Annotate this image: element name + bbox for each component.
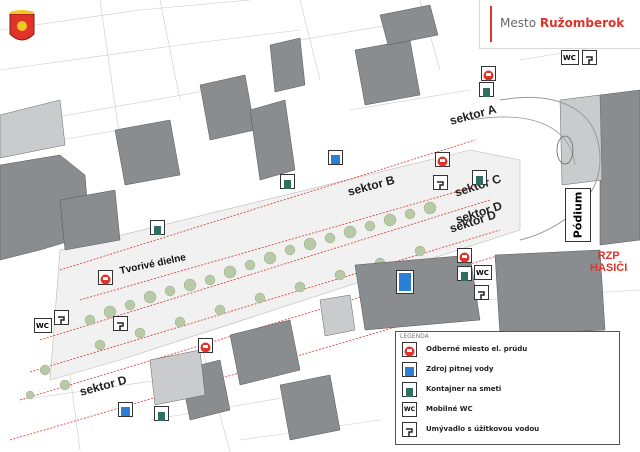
power-outlet-icon <box>435 152 450 167</box>
trash-container-icon <box>472 170 487 185</box>
water-tap-icon <box>118 402 133 417</box>
water-tap-icon <box>402 362 417 377</box>
trash-container-icon <box>479 82 494 97</box>
power-outlet-icon <box>402 342 417 357</box>
city-brand-header: Mesto Ružomberok <box>479 0 640 49</box>
brand-title: Mesto Ružomberok <box>500 16 624 30</box>
washbasin-icon <box>54 310 69 325</box>
power-outlet-icon <box>457 248 472 263</box>
water-tap-icon <box>396 270 414 294</box>
legend-label-water: Zdroj pitnej vody <box>426 365 494 373</box>
washbasin-icon <box>113 316 128 331</box>
brand-accent-line <box>490 6 492 42</box>
washbasin-icon <box>582 50 597 65</box>
water-tap-icon <box>328 150 343 165</box>
legend-row-washbasin: Umývadlo s úžitkovou vodou <box>402 422 616 438</box>
wc-icon: WC <box>561 50 579 65</box>
legend-label-trash: Kontajner na smeti <box>426 385 502 393</box>
power-outlet-icon <box>481 66 496 81</box>
podium-stage: Pódium <box>565 188 591 242</box>
brand-name: Ružomberok <box>539 16 625 30</box>
legend-row-trash: Kontajner na smeti <box>402 382 616 398</box>
wc-icon: WC <box>402 402 417 417</box>
legend-row-wc: WC Mobilné WC <box>402 402 616 418</box>
podium-label: Pódium <box>571 191 585 239</box>
trash-container-icon <box>280 174 295 189</box>
rescue-services-label: RZP HASIČI <box>590 250 627 274</box>
washbasin-icon <box>474 285 489 300</box>
wc-icon: WC <box>474 265 492 280</box>
trash-container-icon <box>150 220 165 235</box>
legend-label-washbasin: Umývadlo s úžitkovou vodou <box>426 425 540 433</box>
trash-container-icon <box>154 406 169 421</box>
legend-row-power: Odberné miesto el. prúdu <box>402 342 616 358</box>
brand-prefix: Mesto <box>500 16 537 30</box>
power-outlet-icon <box>198 338 213 353</box>
legend-title: LEGENDA <box>400 333 429 340</box>
map-legend: LEGENDA Odberné miesto el. prúdu Zdroj p… <box>395 331 620 445</box>
trash-container-icon <box>457 266 472 281</box>
firefighters-label: HASIČI <box>590 262 628 274</box>
city-crest-icon <box>9 10 35 41</box>
legend-label-power: Odberné miesto el. prúdu <box>426 345 528 353</box>
washbasin-icon <box>433 175 448 190</box>
wc-icon: WC <box>34 318 52 333</box>
legend-label-wc: Mobilné WC <box>426 405 473 413</box>
legend-row-water: Zdroj pitnej vody <box>402 362 616 378</box>
ambulance-label: RZP <box>597 250 620 262</box>
power-outlet-icon <box>98 270 113 285</box>
washbasin-icon <box>402 422 417 437</box>
trash-container-icon <box>402 382 417 397</box>
